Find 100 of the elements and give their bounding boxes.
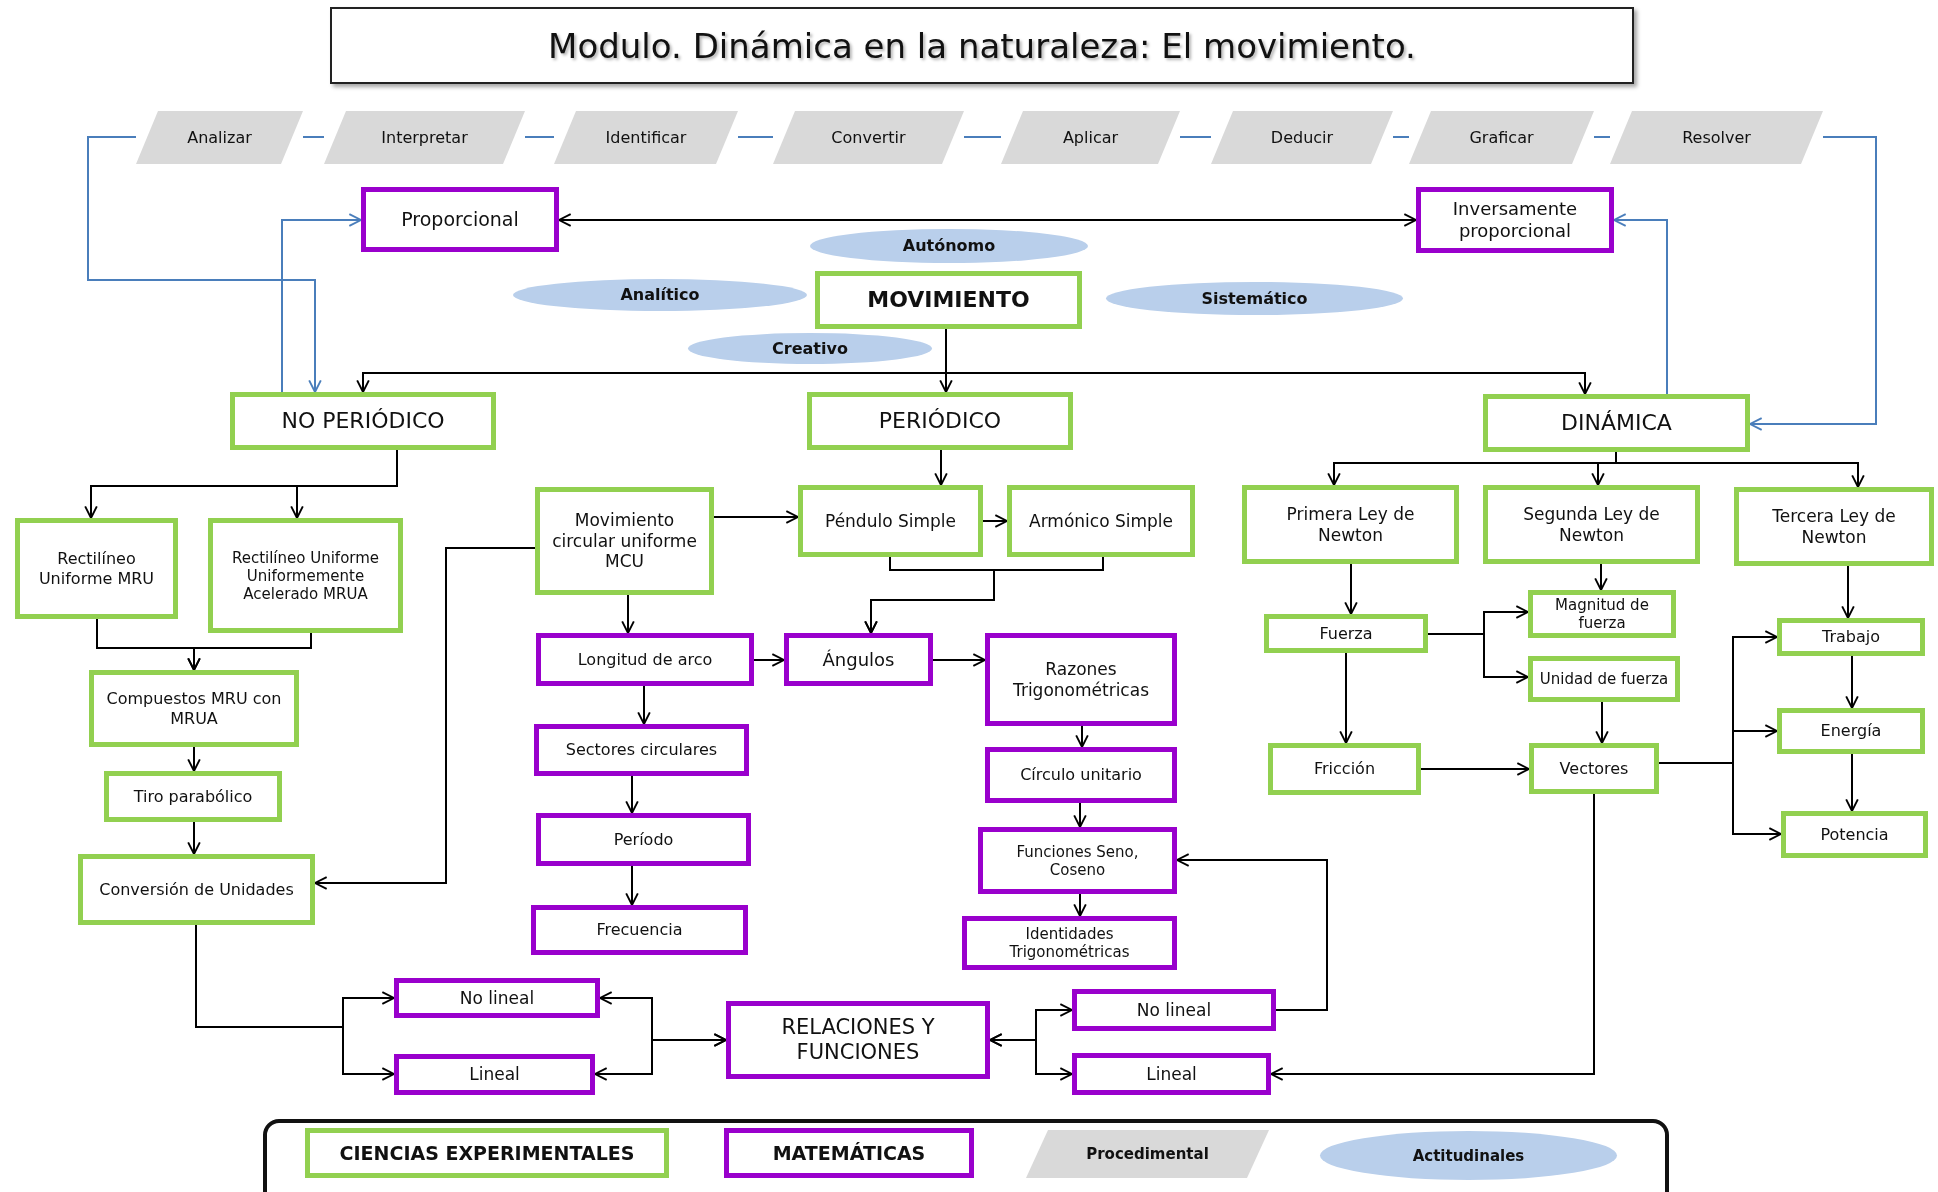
arrow bbox=[1270, 793, 1595, 1081]
arrow bbox=[1073, 802, 1087, 828]
node-label: Sistemático bbox=[1201, 288, 1308, 309]
arrow bbox=[195, 924, 395, 1081]
science-box bbox=[208, 518, 403, 633]
skill-parallelogram bbox=[1211, 111, 1393, 164]
arrow bbox=[1339, 652, 1353, 744]
node-label: Resolver bbox=[1682, 127, 1751, 148]
node-label: Lineal bbox=[469, 1064, 520, 1085]
math-box bbox=[726, 1001, 990, 1079]
arrow bbox=[753, 653, 785, 667]
science-box bbox=[1777, 708, 1925, 754]
node-label: Creativo bbox=[772, 338, 848, 359]
science-box bbox=[815, 271, 1082, 329]
skill-parallelogram bbox=[1001, 111, 1180, 164]
math-box bbox=[1416, 187, 1614, 253]
node-label: Tiro parabólico bbox=[133, 786, 253, 807]
node-label: Longitud de arco bbox=[577, 649, 713, 670]
node-label: Identificar bbox=[605, 127, 687, 148]
node-label: Período bbox=[613, 829, 674, 850]
node-label: Interpretar bbox=[381, 127, 468, 148]
node-label: Proporcional bbox=[401, 208, 519, 231]
node-label: Inversamente proporcional bbox=[1451, 198, 1579, 242]
arrow bbox=[1176, 853, 1328, 1011]
arrow bbox=[314, 547, 536, 890]
arrow bbox=[1658, 762, 1782, 841]
science-box bbox=[1242, 485, 1459, 564]
science-box bbox=[1781, 811, 1928, 858]
arrow bbox=[637, 685, 651, 725]
node-label: Trabajo bbox=[1822, 627, 1880, 647]
science-box bbox=[78, 854, 315, 925]
math-box bbox=[985, 633, 1177, 726]
math-box bbox=[962, 916, 1177, 970]
node-label: Funciones Seno, Coseno bbox=[1015, 842, 1140, 879]
science-box bbox=[15, 518, 178, 619]
arrow bbox=[625, 865, 639, 906]
math-box bbox=[1072, 1053, 1271, 1095]
arrow bbox=[982, 514, 1008, 528]
arrow bbox=[594, 1033, 727, 1081]
arrow bbox=[1841, 565, 1855, 619]
node-label: Potencia bbox=[1820, 824, 1889, 845]
node-label: Conversión de Unidades bbox=[99, 879, 294, 900]
arrow bbox=[187, 632, 312, 671]
science-box bbox=[535, 487, 714, 595]
node-label: Energía bbox=[1820, 721, 1882, 741]
math-box bbox=[394, 978, 600, 1018]
node-label: Magnitud de fuerza bbox=[1554, 596, 1650, 632]
science-box bbox=[104, 771, 282, 822]
connector-line bbox=[963, 136, 1002, 138]
arrow bbox=[1427, 633, 1529, 684]
science-box bbox=[1483, 485, 1700, 564]
node-label: Deducir bbox=[1270, 127, 1334, 148]
arrow bbox=[989, 1033, 1073, 1081]
science-box bbox=[1529, 743, 1659, 794]
legend-label: Procedimental bbox=[1086, 1145, 1209, 1163]
connector-line bbox=[302, 136, 325, 138]
node-label: Aplicar bbox=[1062, 127, 1119, 148]
skill-parallelogram bbox=[773, 111, 964, 164]
title-text: Modulo. Dinámica en la naturaleza: El movimiento. bbox=[548, 25, 1416, 66]
node-label: Segunda Ley de Newton bbox=[1522, 504, 1661, 545]
math-box bbox=[985, 747, 1177, 803]
arrow bbox=[1073, 893, 1087, 917]
node-label: Convertir bbox=[831, 127, 906, 148]
skill-parallelogram bbox=[554, 111, 738, 164]
node-label: Péndulo Simple bbox=[825, 510, 956, 532]
node-label: Armónico Simple bbox=[1029, 510, 1173, 532]
math-box bbox=[394, 1054, 595, 1095]
node-label: Unidad de fuerza bbox=[1539, 670, 1669, 688]
skill-parallelogram bbox=[324, 111, 525, 164]
science-box bbox=[1007, 485, 1195, 557]
node-label: Vectores bbox=[1559, 758, 1629, 779]
node-label: Compuestos MRU con MRUA bbox=[105, 689, 283, 728]
node-label: Razones Trigonométricas bbox=[1012, 659, 1150, 700]
science-box bbox=[1264, 614, 1428, 653]
science-box bbox=[807, 392, 1073, 450]
node-label: Sectores circulares bbox=[565, 740, 718, 760]
connector-line bbox=[1593, 136, 1611, 138]
node-label: PERIÓDICO bbox=[878, 407, 1002, 435]
node-label: Tercera Ley de Newton bbox=[1771, 506, 1897, 547]
arrow bbox=[1075, 725, 1089, 748]
legend-label: CIENCIAS EXPERIMENTALES bbox=[339, 1141, 635, 1165]
math-box bbox=[1072, 989, 1276, 1031]
skill-parallelogram bbox=[136, 111, 303, 164]
arrow bbox=[558, 213, 1417, 227]
node-label: Rectilíneo Uniforme Uniformemente Acelerado MRUA bbox=[230, 548, 381, 603]
node-label: No lineal bbox=[459, 987, 535, 1009]
node-label: DINÁMICA bbox=[1561, 409, 1672, 437]
science-box bbox=[798, 485, 983, 557]
science-box bbox=[230, 392, 496, 450]
science-box bbox=[1777, 618, 1925, 656]
node-label: MOVIMIENTO bbox=[867, 286, 1030, 314]
arrow bbox=[187, 746, 201, 772]
node-label: Analítico bbox=[620, 285, 700, 305]
node-label: Círculo unitario bbox=[1020, 765, 1142, 785]
node-label: Autónomo bbox=[902, 236, 996, 256]
skill-parallelogram bbox=[1610, 111, 1823, 164]
arrow bbox=[87, 136, 322, 393]
arrow bbox=[864, 556, 1104, 634]
connector-line bbox=[1392, 136, 1410, 138]
legend-label: MATEMÁTICAS bbox=[772, 1141, 926, 1165]
